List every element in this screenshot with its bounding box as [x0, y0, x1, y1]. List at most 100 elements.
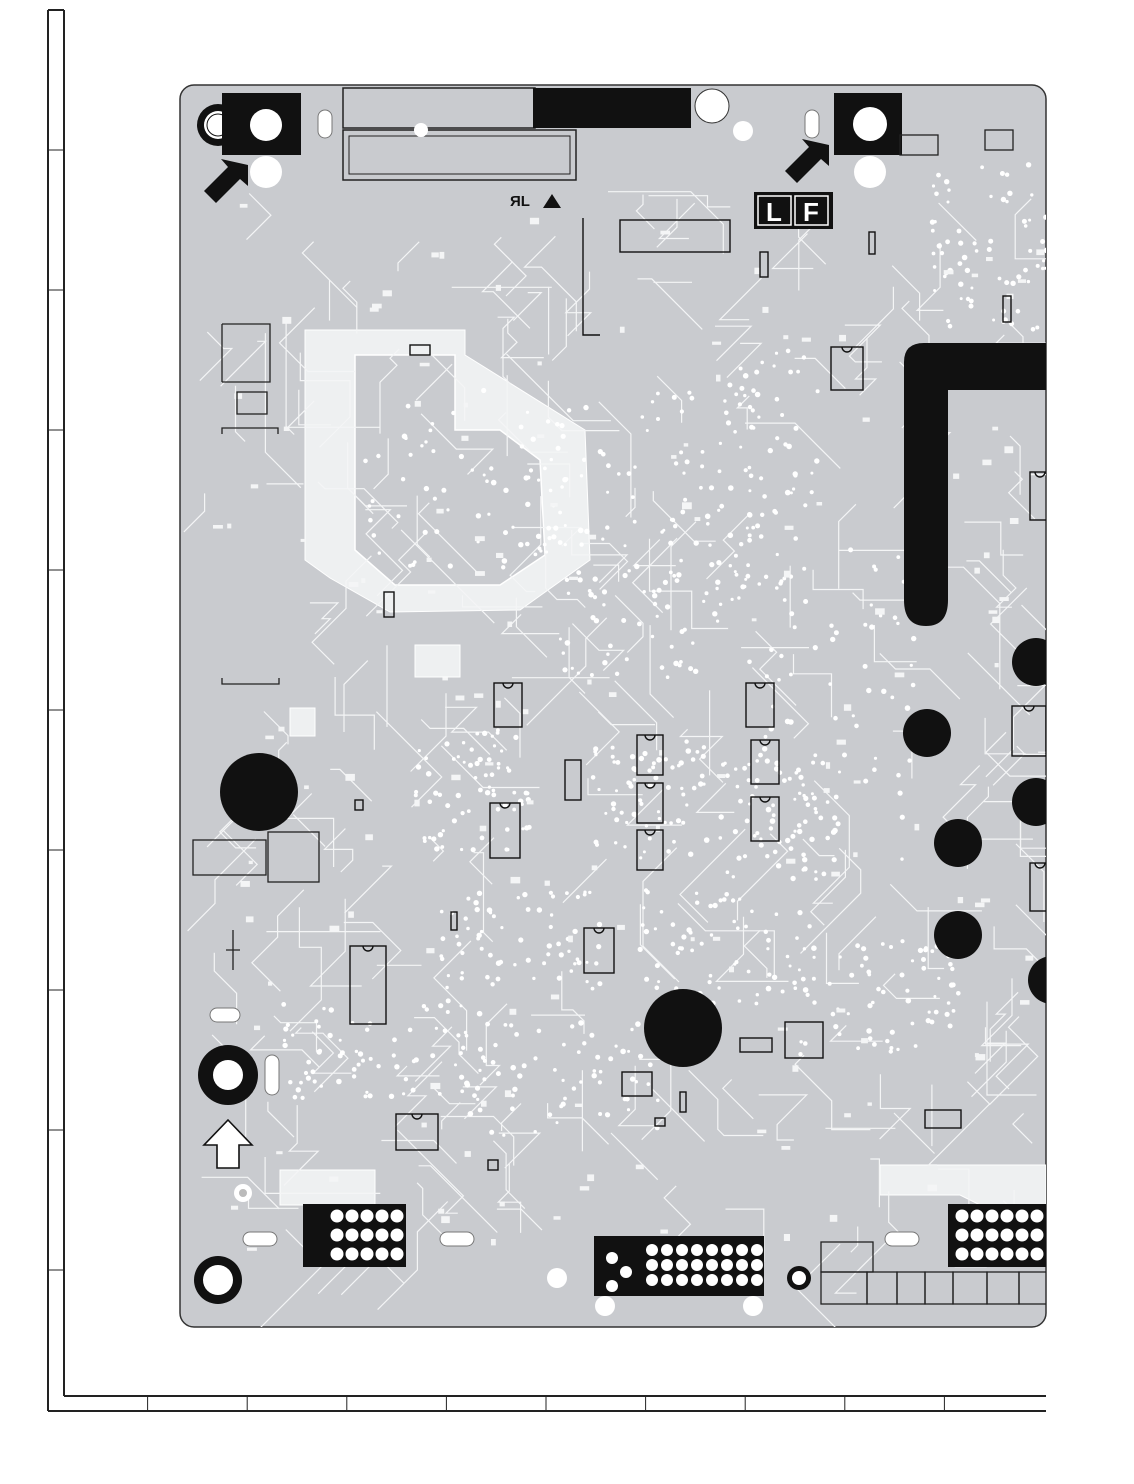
via — [689, 931, 693, 935]
smd-pad — [276, 1151, 282, 1154]
via — [470, 747, 474, 751]
via — [562, 1079, 565, 1082]
via — [719, 898, 723, 902]
via — [644, 977, 649, 982]
via — [604, 812, 607, 815]
via — [507, 768, 511, 772]
via — [755, 392, 761, 398]
via — [833, 716, 838, 721]
via — [683, 498, 687, 502]
via — [639, 802, 643, 806]
via — [583, 893, 587, 897]
via — [313, 1079, 317, 1083]
smd-pad — [507, 622, 512, 628]
via — [743, 394, 746, 397]
via — [559, 952, 564, 957]
via — [505, 827, 510, 832]
via — [656, 757, 662, 763]
via — [533, 1056, 537, 1060]
via — [451, 411, 455, 415]
via — [496, 807, 501, 812]
via — [798, 775, 803, 780]
smd-pad — [249, 861, 253, 864]
via — [420, 444, 423, 447]
via — [293, 1095, 298, 1100]
via — [503, 530, 508, 535]
via — [889, 1049, 893, 1053]
via — [625, 821, 628, 824]
via — [639, 756, 644, 761]
via — [947, 1001, 951, 1005]
smd-pad — [854, 780, 861, 783]
via — [745, 819, 750, 824]
via — [724, 892, 729, 897]
via — [642, 751, 647, 756]
via — [482, 1077, 486, 1081]
connector-pin — [1001, 1248, 1014, 1261]
via — [750, 910, 754, 914]
via — [833, 1024, 838, 1029]
smd-pad — [609, 692, 617, 697]
via — [511, 526, 514, 529]
via — [933, 995, 936, 998]
via — [702, 783, 705, 786]
via — [549, 925, 553, 929]
via — [765, 674, 769, 678]
via — [988, 239, 993, 244]
via — [686, 748, 692, 754]
via — [789, 846, 794, 851]
via — [754, 785, 758, 789]
via — [863, 664, 868, 669]
connector-pin — [1031, 1210, 1044, 1223]
via — [560, 485, 564, 489]
via — [402, 1092, 405, 1095]
via — [485, 1022, 490, 1027]
via — [537, 1029, 542, 1034]
smd-pad — [792, 1065, 798, 1072]
smd-pad — [713, 937, 720, 941]
via — [489, 466, 493, 470]
smd-pad — [304, 785, 309, 789]
connector-pin — [751, 1274, 763, 1286]
connector-pin — [346, 1229, 359, 1242]
smd-pad — [1018, 279, 1026, 283]
via — [831, 830, 836, 835]
via — [814, 870, 817, 873]
via — [648, 837, 652, 841]
via — [630, 754, 635, 759]
smd-pad — [729, 967, 734, 973]
via — [746, 527, 749, 530]
via — [898, 791, 903, 796]
via — [456, 793, 461, 798]
via — [598, 449, 603, 454]
via — [692, 786, 697, 791]
connector-pin — [346, 1248, 359, 1261]
via — [602, 660, 607, 665]
via — [702, 600, 705, 603]
via — [355, 1050, 358, 1053]
via — [561, 434, 566, 439]
via — [1016, 274, 1021, 279]
via — [488, 786, 491, 789]
via — [793, 830, 796, 833]
via — [461, 1046, 465, 1050]
via — [465, 1034, 469, 1038]
via — [945, 239, 950, 244]
via — [625, 1097, 630, 1102]
via — [675, 578, 680, 583]
via — [620, 811, 624, 815]
via — [576, 570, 581, 575]
smd-pad — [464, 403, 468, 408]
smd-pad — [376, 610, 382, 613]
via — [749, 474, 754, 479]
via — [440, 910, 444, 914]
smd-pad — [348, 911, 354, 917]
via — [803, 819, 808, 824]
via — [695, 892, 698, 895]
smd-pad — [784, 1234, 790, 1241]
via — [947, 188, 950, 191]
via — [478, 1069, 481, 1072]
smd-pad — [414, 800, 419, 807]
via — [834, 630, 839, 635]
via — [709, 485, 714, 490]
